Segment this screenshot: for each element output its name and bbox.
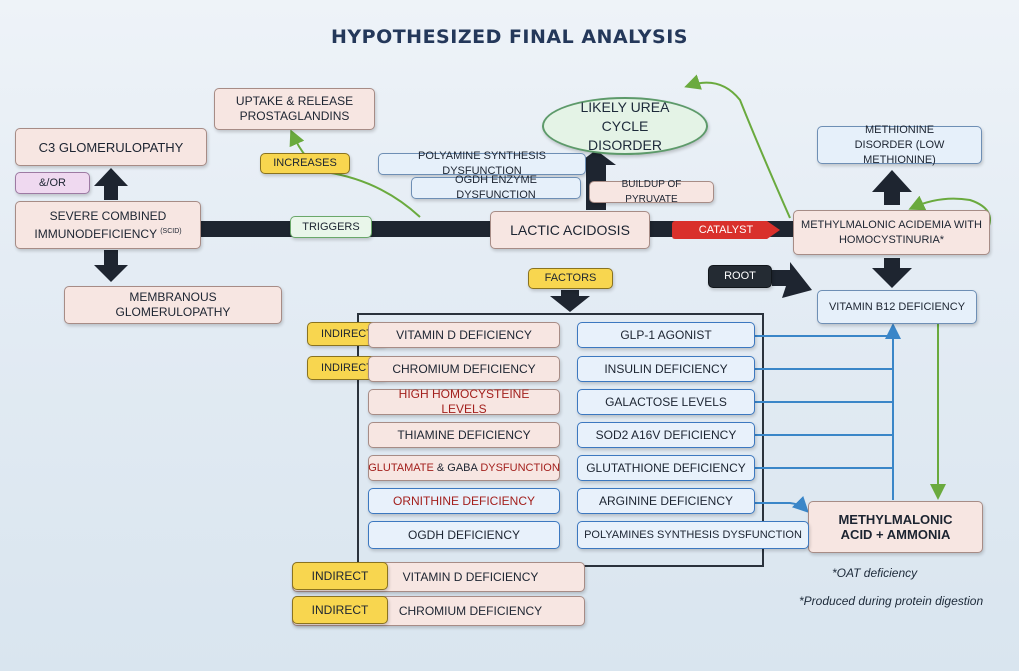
homocysteine-factor: HIGH HOMOCYSTEINE LEVELS bbox=[368, 387, 560, 416]
bottom-indirect-tag-1: INDIRECT bbox=[292, 562, 388, 590]
prostaglandins-box: UPTAKE & RELEASE PROSTAGLANDINS bbox=[214, 88, 375, 130]
mma-homocystinuria-box: METHYLMALONIC ACIDEMIA WITH HOMOCYSTINUR… bbox=[793, 210, 990, 255]
methionine-disorder-box: METHIONINE DISORDER (LOW METHIONINE) bbox=[817, 124, 982, 166]
scid-box: SEVERE COMBINED IMMUNODEFICIENCY (SCID) bbox=[15, 201, 201, 249]
catalyst-tag: CATALYST bbox=[672, 221, 780, 239]
methylmalonic-acid-box: METHYLMALONIC ACID + AMMONIA bbox=[808, 501, 983, 553]
chromium-factor: CHROMIUM DEFICIENCY bbox=[368, 356, 560, 382]
gaba-text: & GABA bbox=[433, 461, 481, 474]
polyamine-synthesis-box: POLYAMINE SYNTHESIS DYSFUNCTION bbox=[378, 150, 586, 177]
protein-note: *Produced during protein digestion bbox=[799, 594, 984, 608]
urea-cycle-ellipse: LIKELY UREA CYCLE DISORDER bbox=[542, 97, 708, 155]
oat-note: *OAT deficiency bbox=[832, 566, 918, 580]
glutathione-factor: GLUTATHIONE DEFICIENCY bbox=[577, 455, 755, 481]
triggers-tag: TRIGGERS bbox=[290, 216, 372, 238]
thiamine-factor: THIAMINE DEFICIENCY bbox=[368, 422, 560, 448]
and-or-label: &/OR bbox=[15, 172, 90, 194]
vitamin-b12-box: VITAMIN B12 DEFICIENCY bbox=[817, 290, 977, 324]
sod2-factor: SOD2 A16V DEFICIENCY bbox=[577, 422, 755, 448]
dysfunction-text: DYSFUNCTION bbox=[480, 461, 560, 474]
increases-tag: INCREASES bbox=[260, 153, 350, 174]
polyamines-factor: POLYAMINES SYNTHESIS DYSFUNCTION bbox=[577, 521, 809, 549]
scid-up-arrow bbox=[94, 168, 128, 200]
glp1-factor: GLP-1 AGONIST bbox=[577, 322, 755, 348]
ogdh-factor: OGDH DEFICIENCY bbox=[368, 521, 560, 549]
page-title: HYPOTHESIZED FINAL ANALYSIS bbox=[330, 26, 688, 48]
membranous-glomerulopathy-box: MEMBRANOUS GLOMERULOPATHY bbox=[64, 286, 282, 324]
root-arrow bbox=[772, 262, 812, 298]
factors-tag: FACTORS bbox=[528, 268, 613, 289]
c3-glomerulopathy-box: C3 GLOMERULOPATHY bbox=[15, 128, 207, 166]
glutamate-gaba-factor: GLUTAMATE & GABA DYSFUNCTION bbox=[368, 455, 560, 481]
ogdh-enzyme-box: OGDH ENZYME DYSFUNCTION bbox=[411, 174, 581, 201]
scid-main-text: SEVERE COMBINED IMMUNODEFICIENCY bbox=[34, 208, 167, 241]
factors-down-arrow bbox=[550, 290, 590, 312]
galactose-factor: GALACTOSE LEVELS bbox=[577, 389, 755, 415]
lactic-acidosis-box: LACTIC ACIDOSIS bbox=[490, 211, 650, 249]
glutamate-text: GLUTAMATE bbox=[368, 461, 434, 474]
root-tag: ROOT bbox=[708, 265, 772, 288]
blue-connectors bbox=[755, 323, 901, 513]
scid-down-arrow bbox=[94, 250, 128, 282]
catalyst-label: CATALYST bbox=[698, 223, 754, 236]
ornithine-factor: ORNITHINE DEFICIENCY bbox=[368, 488, 560, 514]
b12-down-arrow bbox=[872, 258, 912, 288]
scid-abbr: (SCID) bbox=[160, 227, 182, 235]
insulin-factor: INSULIN DEFICIENCY bbox=[577, 356, 755, 382]
vitamin-d-factor: VITAMIN D DEFICIENCY bbox=[368, 322, 560, 348]
pyruvate-box: BUILDUP OF PYRUVATE bbox=[589, 179, 714, 205]
arginine-factor: ARGININE DEFICIENCY bbox=[577, 488, 755, 514]
scid-label: SEVERE COMBINED IMMUNODEFICIENCY (SCID) bbox=[22, 209, 194, 242]
methionine-up-arrow bbox=[872, 170, 912, 205]
bottom-indirect-tag-2: INDIRECT bbox=[292, 596, 388, 624]
